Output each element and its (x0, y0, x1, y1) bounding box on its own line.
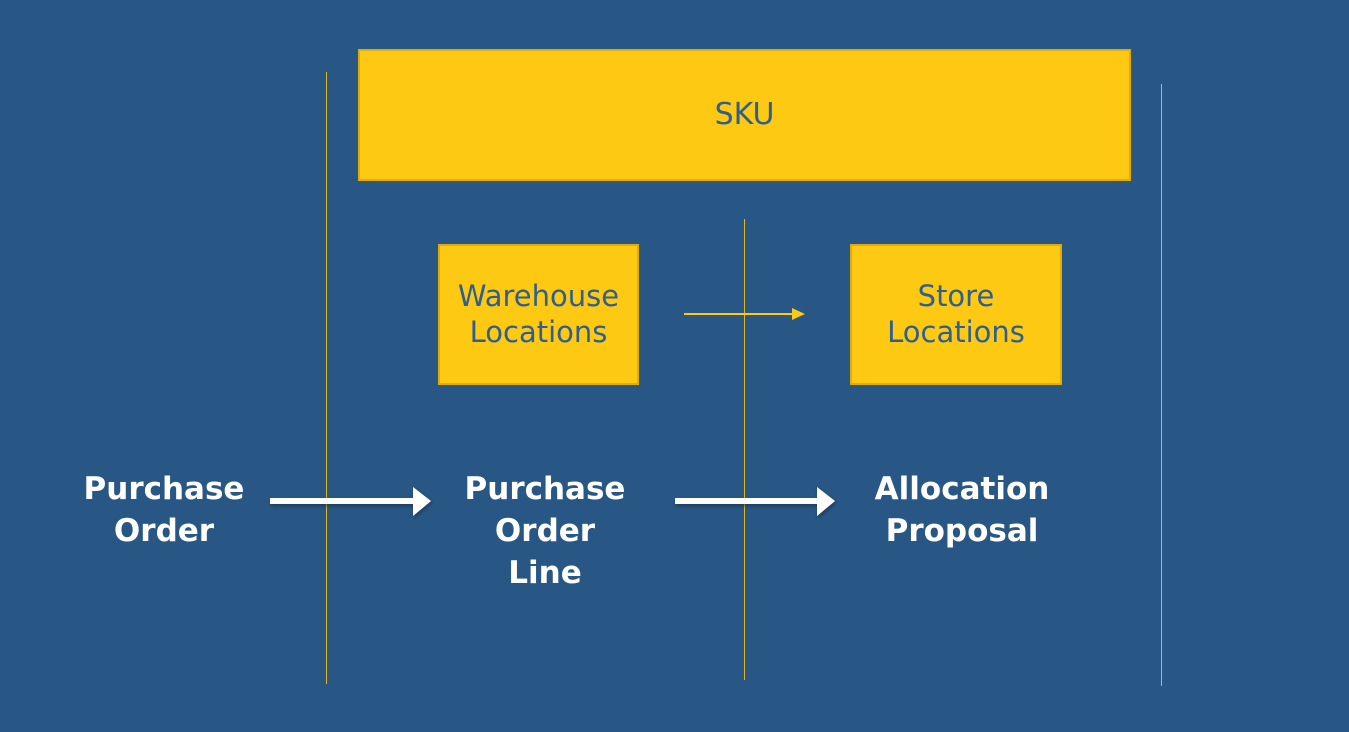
sku-box: SKU (358, 49, 1131, 181)
sku-label: SKU (714, 96, 775, 132)
warehouse-locations-box: Warehouse Locations (438, 244, 639, 385)
store-locations-label: Store Locations (887, 279, 1025, 349)
store-locations-box: Store Locations (850, 244, 1062, 385)
purchase-order-line-label: Purchase Order Line (464, 471, 626, 591)
divider-line-middle (744, 219, 745, 680)
warehouse-to-store-arrow (684, 308, 805, 320)
purchase-order-label: Purchase Order (83, 471, 245, 549)
allocation-proposal-label: Allocation Proposal (874, 471, 1050, 549)
warehouse-locations-label: Warehouse Locations (457, 279, 620, 349)
divider-line-left (326, 72, 327, 684)
po-to-pol-arrow (270, 487, 431, 516)
divider-line-right (1161, 84, 1162, 686)
pol-to-allocation-arrow (675, 487, 835, 516)
